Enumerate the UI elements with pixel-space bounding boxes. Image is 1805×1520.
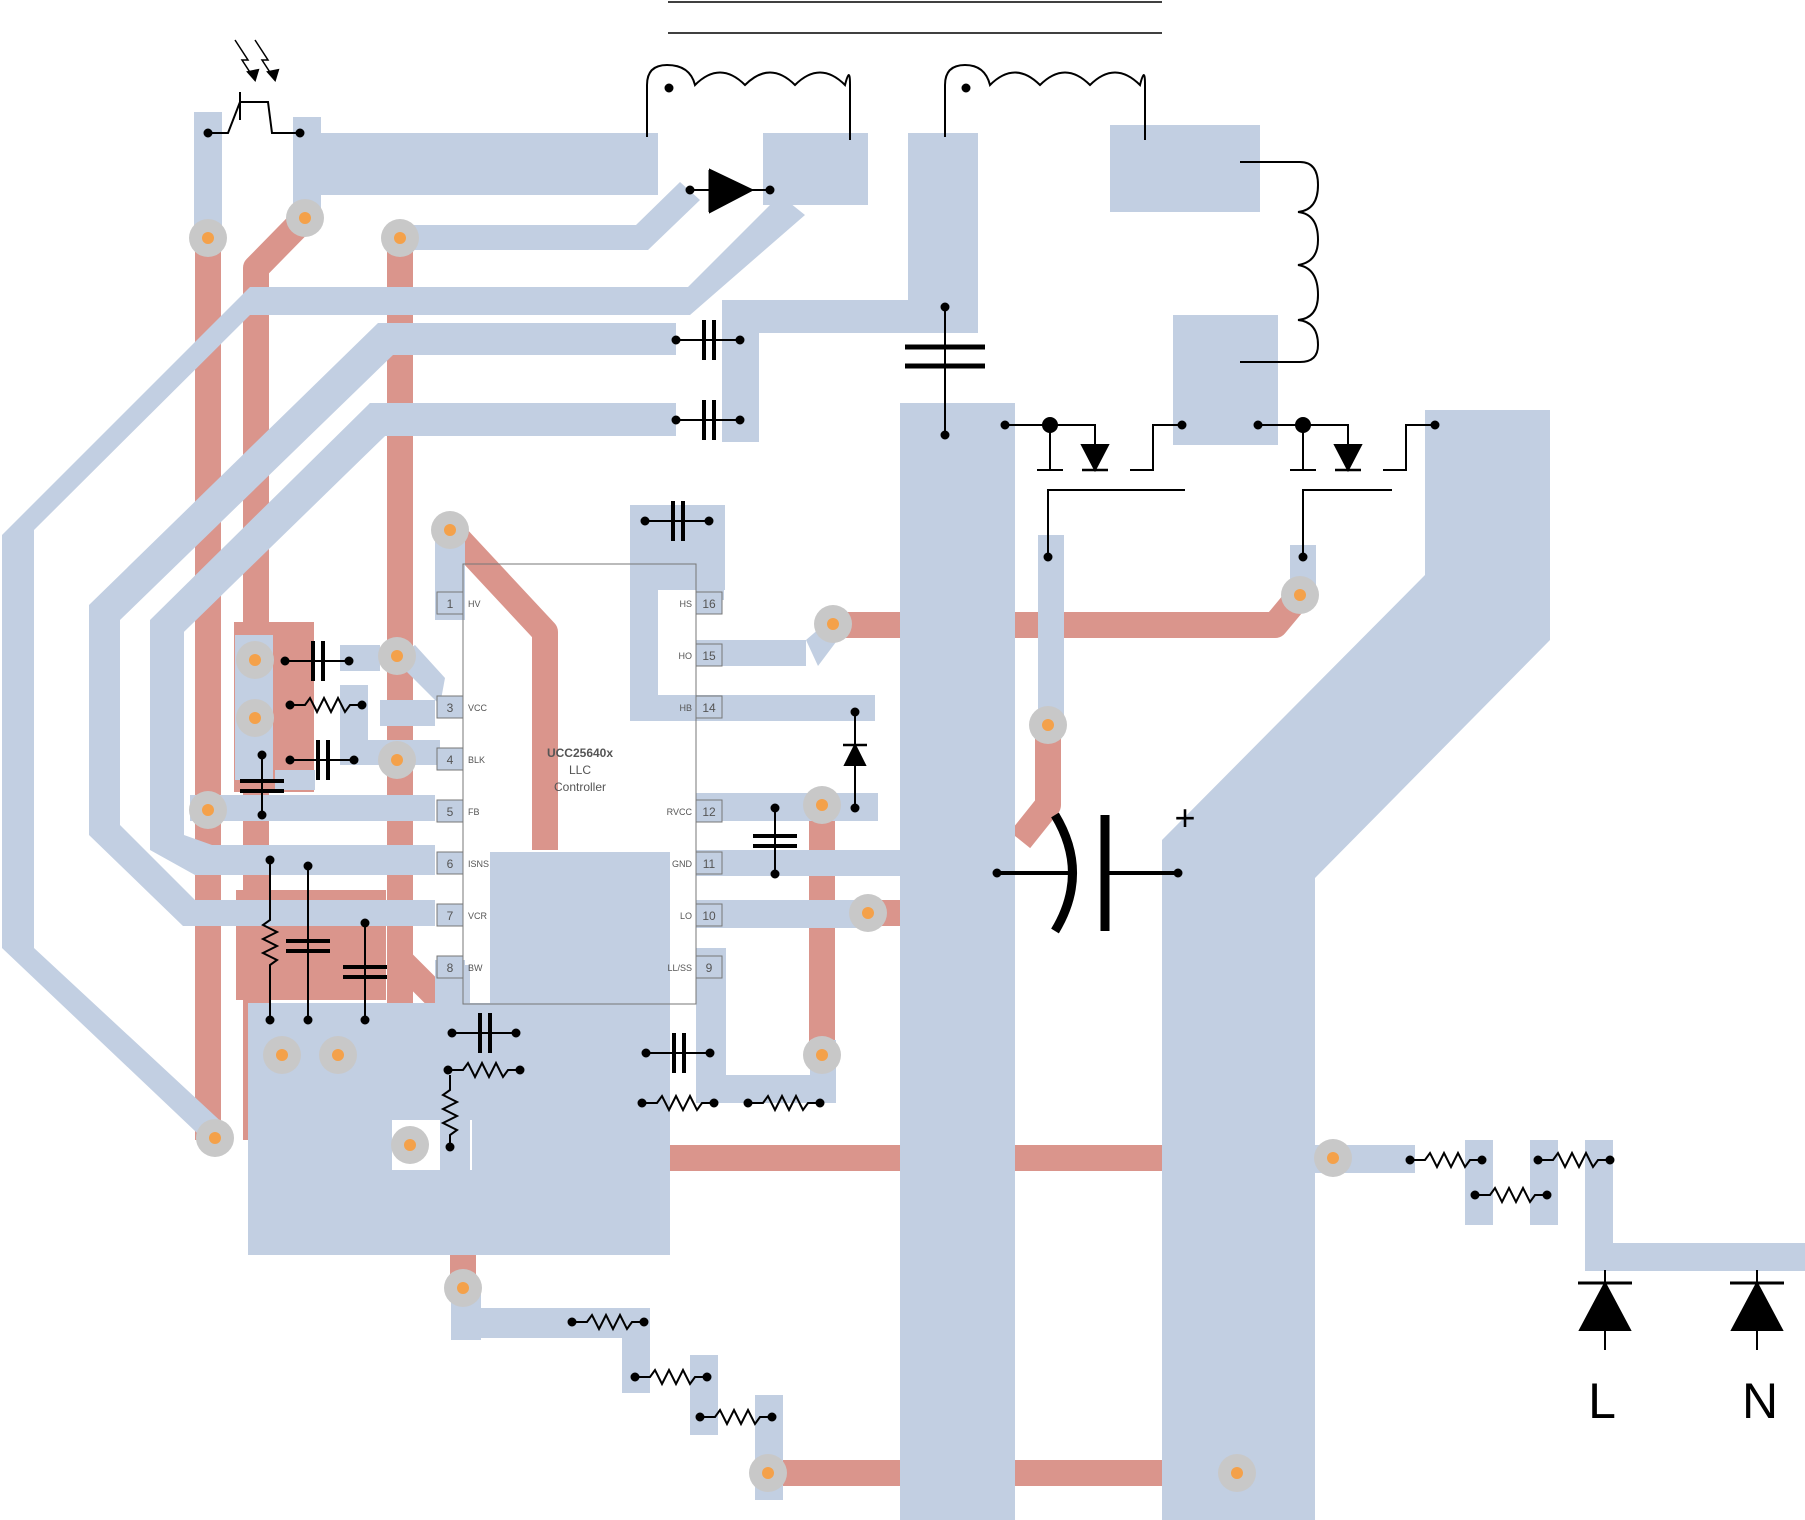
ic-pin-right-15 <box>695 643 723 667</box>
ic-pin-left-3 <box>436 695 464 719</box>
ic-pin-name: LO <box>680 911 692 921</box>
ic-pin-number: 1 <box>447 597 454 611</box>
ic-pin-name: GND <box>672 859 693 869</box>
via-center <box>1231 1467 1243 1479</box>
capacitor-vertical-icons <box>240 750 797 1025</box>
via-center <box>299 212 311 224</box>
ic-pin-name: LL/SS <box>667 963 692 973</box>
ic-pin-left-5 <box>436 799 464 823</box>
resonant-capacitor-icon <box>905 302 985 440</box>
bootstrap-diode-icon <box>843 707 867 813</box>
diode-top-icon <box>685 168 775 214</box>
ic-pin-number: 6 <box>447 857 454 871</box>
ic-pin-number: 9 <box>706 961 713 975</box>
terminal-neutral-label: N <box>1742 1373 1778 1429</box>
via-center <box>202 232 214 244</box>
via-center <box>209 1132 221 1144</box>
via-center <box>816 1049 828 1061</box>
ic-pin-right-10 <box>695 903 723 927</box>
ic-pin-number: 15 <box>702 649 716 663</box>
via-center <box>391 650 403 662</box>
ic-pin-number: 14 <box>702 701 716 715</box>
via-center <box>391 754 403 766</box>
coil-dot-1 <box>664 83 674 93</box>
via-center <box>404 1139 416 1151</box>
optocoupler-icon <box>203 39 305 138</box>
ic-pin-left-7 <box>436 903 464 927</box>
via-layer <box>189 199 1352 1492</box>
coil-dot-2 <box>961 83 971 93</box>
ic-pin-name: HV <box>468 599 481 609</box>
bulk-capacitor-icon <box>992 812 1183 934</box>
diode-neutral-icon <box>1730 1270 1784 1350</box>
ic-pin-number: 12 <box>702 805 716 819</box>
resonant-inductor <box>1240 161 1320 363</box>
ic-pin-name: HO <box>679 651 693 661</box>
via-center <box>332 1049 344 1061</box>
ic-pin-name: RVCC <box>667 807 693 817</box>
ic-pin-left-4 <box>436 747 464 771</box>
ic-pin-name: BLK <box>468 755 485 765</box>
polarity-plus-label: + <box>1174 797 1195 838</box>
via-center <box>457 1282 469 1294</box>
ic-pin-left-1 <box>436 591 464 615</box>
via-center <box>1042 719 1054 731</box>
ic-pin-right-12 <box>695 799 723 823</box>
ic-pin-left-6 <box>436 851 464 875</box>
via-center <box>1294 589 1306 601</box>
ic-pin-right-16 <box>695 591 723 615</box>
ic-pin-number: 8 <box>447 961 454 975</box>
ic-pin-number: 7 <box>447 909 454 923</box>
diode-line-icon <box>1578 1270 1632 1350</box>
ic-pin-number: 16 <box>702 597 716 611</box>
ic-pin-number: 3 <box>447 701 454 715</box>
via-center <box>394 232 406 244</box>
ic-name-line3: Controller <box>554 780 606 794</box>
via-center <box>249 654 261 666</box>
ic-pin-right-9 <box>695 955 723 979</box>
via-center <box>827 618 839 630</box>
via-center <box>762 1467 774 1479</box>
ic-pin-name: HS <box>679 599 692 609</box>
top-copper-layer <box>2 112 1805 1520</box>
terminal-line-label: L <box>1588 1373 1616 1429</box>
ic-pin-number: 10 <box>702 909 716 923</box>
ic-pin-name: VCR <box>468 911 488 921</box>
capacitor-small-icons <box>280 320 745 1073</box>
ic-pins-right: 16 HS 15 HO 14 HB 12 RVCC 11 GND 10 LO 9 LL/SS <box>667 591 723 979</box>
ic-pin-number: 5 <box>447 805 454 819</box>
resistor-icons <box>260 695 1615 1427</box>
ic-pin-name: BW <box>468 963 483 973</box>
ic-pin-number: 11 <box>703 857 716 871</box>
ic-pin-name: VCC <box>468 703 488 713</box>
component-layer <box>203 1 1784 1427</box>
via-center <box>276 1049 288 1061</box>
mosfet-high-side-icon <box>1000 417 1187 562</box>
ic-pin-right-11 <box>695 851 723 875</box>
via-center <box>816 799 828 811</box>
ic-pins-left: 1 HV 3 VCC 4 BLK 5 FB 6 ISNS 7 VCR 8 BW <box>436 591 489 979</box>
ic-pin-name: ISNS <box>468 859 489 869</box>
ic-name-line1: UCC25640x <box>547 746 613 760</box>
via-center <box>202 804 214 816</box>
via-center <box>249 712 261 724</box>
ic-pin-name: HB <box>679 703 692 713</box>
via-center <box>1327 1152 1339 1164</box>
ic-pin-left-8 <box>436 955 464 979</box>
via-center <box>444 524 456 536</box>
mosfet-low-side-icon <box>1253 417 1440 562</box>
transformer-primary-coil <box>646 63 851 140</box>
ic-name-line2: LLC <box>569 763 591 777</box>
ic-pin-number: 4 <box>447 753 454 767</box>
via-center <box>862 907 874 919</box>
ic-outline <box>462 563 697 1005</box>
ic-pin-name: FB <box>468 807 480 817</box>
ic-pin-right-14 <box>695 695 723 719</box>
ic-controller: UCC25640x LLC Controller 1 HV 3 VCC 4 BLK 5 FB 6… <box>436 563 723 1005</box>
transformer-secondary-coil <box>944 63 1146 140</box>
